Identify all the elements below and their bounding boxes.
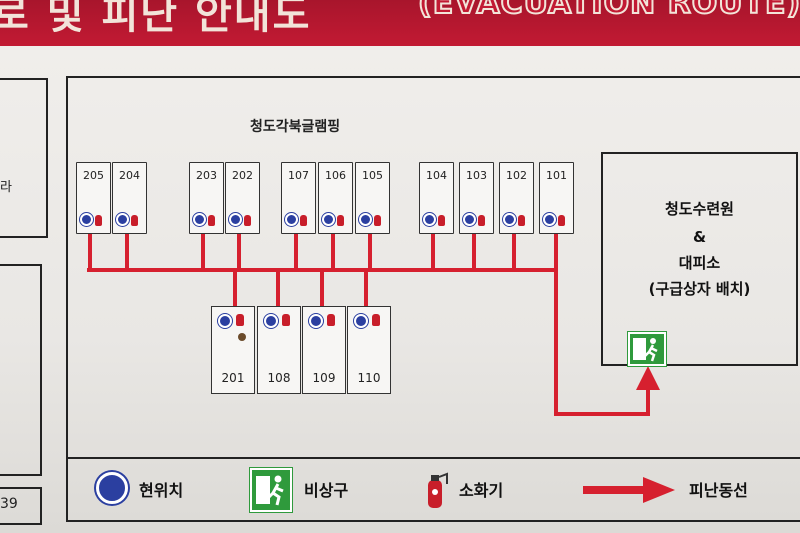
room-205: 205 [76, 162, 111, 234]
room-number: 202 [232, 169, 253, 182]
extinguisher-icon [558, 215, 565, 226]
left-box-label: 라 [0, 180, 12, 195]
extinguisher-icon [438, 215, 445, 226]
room-number: 205 [83, 169, 104, 182]
current-location-icon [218, 314, 232, 328]
room-110: 110 [347, 306, 391, 394]
current-location-icon [193, 213, 206, 226]
door-knob [238, 333, 246, 341]
shelter-box: 청도수련원 & 대피소 (구급상자 배치) [601, 152, 798, 366]
room-number: 107 [288, 169, 309, 182]
extinguisher-icon [327, 314, 335, 326]
current-location-icon [423, 213, 436, 226]
room-number: 104 [426, 169, 447, 182]
current-location-icon [264, 314, 278, 328]
shelter-type: 대피소 [678, 254, 721, 272]
left-number-box: 39 [0, 487, 42, 525]
room-number: 110 [357, 371, 381, 385]
room-101: 101 [539, 162, 574, 234]
current-location-icon [463, 213, 476, 226]
banner-subtitle: (EVACUATION ROUTE) [417, 0, 800, 22]
left-box-top [0, 78, 48, 238]
emergency-exit-icon [628, 332, 666, 366]
extinguisher-icon [518, 215, 525, 226]
legend-current-location: 현위치 [139, 481, 184, 500]
shelter-note: (구급상자 배치) [648, 280, 751, 298]
emergency-exit-legend-icon [250, 468, 292, 512]
title-banner: 로 및 피난 안내도 (EVACUATION ROUTE) [0, 0, 800, 46]
room-201: 201 [211, 306, 255, 394]
current-location-icon [543, 213, 556, 226]
extinguisher-icon [208, 215, 215, 226]
extinguisher-icon [131, 215, 138, 226]
legend-divider [66, 457, 800, 459]
room-number: 102 [506, 169, 527, 182]
evacuation-board [0, 46, 800, 533]
room-number: 103 [466, 169, 487, 182]
current-location-legend-icon [96, 472, 128, 504]
extinguisher-icon [300, 215, 307, 226]
room-106: 106 [318, 162, 353, 234]
current-location-icon [116, 213, 129, 226]
fire-extinguisher-legend-icon [428, 472, 448, 508]
left-number: 39 [0, 496, 18, 512]
extinguisher-icon [372, 314, 380, 326]
room-108: 108 [257, 306, 301, 394]
current-location-icon [503, 213, 516, 226]
current-location-icon [359, 213, 372, 226]
current-location-icon [285, 213, 298, 226]
room-102: 102 [499, 162, 534, 234]
extinguisher-icon [95, 215, 102, 226]
room-number: 105 [362, 169, 383, 182]
current-location-icon [354, 314, 368, 328]
room-104: 104 [419, 162, 454, 234]
extinguisher-icon [282, 314, 290, 326]
room-number: 203 [196, 169, 217, 182]
extinguisher-icon [374, 215, 381, 226]
extinguisher-icon [236, 314, 244, 326]
room-202: 202 [225, 162, 260, 234]
left-box-bottom [0, 264, 42, 476]
legend-emergency-exit: 비상구 [304, 481, 349, 500]
room-number: 106 [325, 169, 346, 182]
legend-extinguisher: 소화기 [459, 481, 504, 500]
room-204: 204 [112, 162, 147, 234]
room-203: 203 [189, 162, 224, 234]
map-frame [66, 76, 800, 522]
legend-evacuation-route: 피난동선 [689, 481, 748, 500]
extinguisher-icon [337, 215, 344, 226]
current-location-icon [229, 213, 242, 226]
room-number: 201 [221, 371, 245, 385]
map-title: 청도각북글램핑 [250, 119, 341, 135]
banner-title: 로 및 피난 안내도 [0, 0, 312, 38]
room-number: 204 [119, 169, 140, 182]
room-103: 103 [459, 162, 494, 234]
shelter-ampersand: & [692, 228, 707, 246]
extinguisher-icon [478, 215, 485, 226]
route-arrow-legend-icon [583, 477, 675, 503]
room-107: 107 [281, 162, 316, 234]
current-location-icon [309, 314, 323, 328]
shelter-name: 청도수련원 [664, 200, 734, 218]
room-109: 109 [302, 306, 346, 394]
room-number: 109 [312, 371, 336, 385]
current-location-icon [322, 213, 335, 226]
room-105: 105 [355, 162, 390, 234]
room-number: 108 [267, 371, 291, 385]
extinguisher-icon [244, 215, 251, 226]
current-location-icon [80, 213, 93, 226]
room-number: 101 [546, 169, 567, 182]
